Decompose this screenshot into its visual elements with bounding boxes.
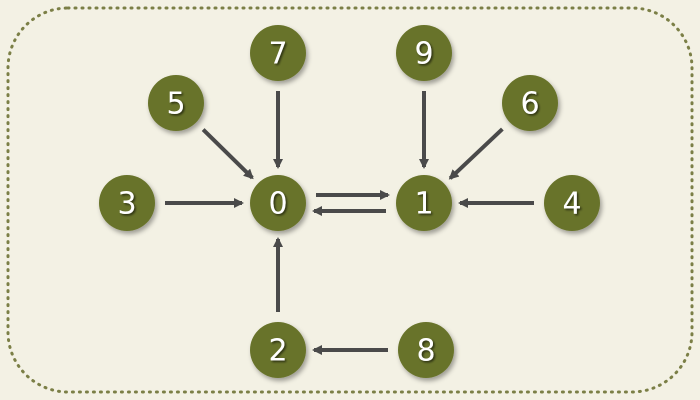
node-circle <box>398 322 454 378</box>
node-label: 7 <box>268 37 287 72</box>
node-3: 3 <box>99 175 155 231</box>
node-label: 5 <box>166 87 185 122</box>
edge-6-to-1 <box>448 127 504 180</box>
node-circle <box>250 322 306 378</box>
node-label: 9 <box>414 37 433 72</box>
edge-5-to-0 <box>201 128 254 180</box>
node-circle <box>250 175 306 231</box>
node-label: 6 <box>520 87 539 122</box>
diagram-border <box>6 6 694 394</box>
node-label: 2 <box>268 334 287 369</box>
node-5: 5 <box>148 75 204 131</box>
node-label: 3 <box>117 187 136 222</box>
node-4: 4 <box>544 175 600 231</box>
node-9: 9 <box>396 25 452 81</box>
node-circle <box>396 25 452 81</box>
node-label: 8 <box>416 334 435 369</box>
node-circle <box>396 175 452 231</box>
nodes-layer: 0 1 2 3 4 5 6 7 8 9 <box>99 25 600 378</box>
edges-layer <box>165 91 534 355</box>
node-label: 1 <box>414 187 433 222</box>
node-6: 6 <box>502 75 558 131</box>
node-8: 8 <box>398 322 454 378</box>
node-7: 7 <box>250 25 306 81</box>
node-label: 0 <box>268 187 287 222</box>
node-circle <box>250 25 306 81</box>
node-0: 0 <box>250 175 306 231</box>
node-circle <box>99 175 155 231</box>
node-circle <box>148 75 204 131</box>
node-1: 1 <box>396 175 452 231</box>
node-2: 2 <box>250 322 306 378</box>
node-label: 4 <box>562 187 581 222</box>
node-circle <box>502 75 558 131</box>
node-circle <box>544 175 600 231</box>
